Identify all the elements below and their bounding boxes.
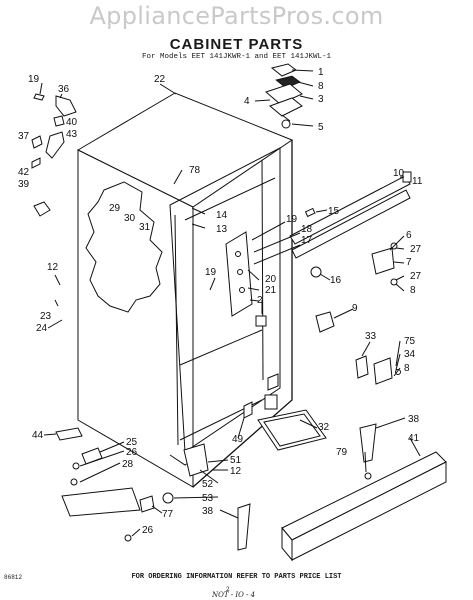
- callout-18: 18: [301, 224, 313, 235]
- callout-37: 37: [18, 131, 30, 142]
- callout-38a: 38: [408, 414, 420, 425]
- leader-lines: [39, 69, 421, 537]
- callout-27a: 27: [410, 244, 422, 255]
- callout-4: 4: [244, 96, 250, 107]
- callout-26a: 26: [126, 447, 138, 458]
- callout-3: 3: [318, 94, 324, 105]
- callout-1: 1: [318, 67, 324, 78]
- callout-31: 31: [139, 222, 151, 233]
- callout-8: 8: [318, 81, 324, 92]
- callout-14: 14: [216, 210, 228, 221]
- callout-13: 13: [216, 224, 228, 235]
- brackets-33-75: [355, 355, 401, 385]
- models-subtitle: For Models EET 141JKWR-1 and EET 141JKWL…: [141, 53, 332, 61]
- callout-5: 5: [318, 122, 324, 133]
- callout-20: 20: [265, 274, 277, 285]
- callout-2: 2: [257, 295, 263, 306]
- center-hinge-bracket: [225, 231, 267, 327]
- callout-8c: 8: [404, 363, 410, 374]
- callout-77: 77: [162, 509, 174, 520]
- callout-36: 36: [58, 84, 70, 95]
- callout-21: 21: [265, 285, 277, 296]
- callout-42: 42: [18, 167, 30, 178]
- callout-30: 30: [124, 213, 136, 224]
- bracket-9: [315, 311, 335, 333]
- callout-39: 39: [18, 179, 30, 190]
- cabinet-shell: [76, 92, 294, 488]
- callout-26b: 26: [142, 525, 154, 536]
- left-hinge-parts: [31, 93, 77, 217]
- bottom-parts: [55, 373, 279, 551]
- callout-6: 6: [406, 230, 412, 241]
- callout-44: 44: [32, 430, 44, 441]
- callout-51: 51: [230, 455, 242, 466]
- callout-49: 49: [232, 434, 244, 445]
- callout-8b: 8: [410, 285, 416, 296]
- callout-23: 23: [40, 311, 52, 322]
- callout-9: 9: [352, 303, 358, 314]
- callout-52: 52: [202, 479, 214, 490]
- callout-labels: 1 8 3 4 5 22 19 36 40 43 37 42 39 78 10 …: [18, 67, 423, 536]
- ordering-footer: FOR ORDERING INFORMATION REFER TO PARTS …: [131, 573, 342, 581]
- callout-16: 16: [330, 275, 342, 286]
- side-rail: [289, 171, 412, 259]
- callout-19b: 19: [286, 214, 298, 225]
- callout-78: 78: [189, 165, 201, 176]
- right-hinge-bracket: [310, 242, 398, 286]
- page-number: 2: [226, 586, 230, 593]
- callout-34: 34: [404, 349, 416, 360]
- callout-27b: 27: [410, 271, 422, 282]
- callout-19: 19: [28, 74, 40, 85]
- page-title: CABINET PARTS: [169, 36, 304, 53]
- callout-15: 15: [328, 206, 340, 217]
- callout-38b: 38: [202, 506, 214, 517]
- callout-29: 29: [109, 203, 121, 214]
- callout-41: 41: [408, 433, 420, 444]
- callout-11: 11: [412, 176, 423, 187]
- callout-28: 28: [122, 459, 134, 470]
- bracket-38-upper: [359, 423, 377, 463]
- callout-17: 17: [301, 235, 313, 246]
- callout-19c: 19: [205, 267, 217, 278]
- watermark: AppliancePartsPros.com: [89, 2, 384, 30]
- callout-79: 79: [336, 447, 348, 458]
- callout-53: 53: [202, 493, 214, 504]
- callout-12b: 12: [230, 466, 242, 477]
- callout-24: 24: [36, 323, 48, 334]
- top-hinge-assembly: [265, 63, 303, 129]
- callout-43: 43: [66, 129, 78, 140]
- callout-33: 33: [365, 331, 377, 342]
- callout-10: 10: [393, 168, 405, 179]
- callout-7: 7: [406, 257, 412, 268]
- handwritten-note: NOT - IO - 4: [212, 591, 256, 599]
- callout-75: 75: [404, 336, 416, 347]
- callout-25: 25: [126, 437, 138, 448]
- callout-40: 40: [66, 117, 78, 128]
- callout-32: 32: [318, 422, 330, 433]
- document-code: 86812: [4, 574, 23, 581]
- toe-grille: [281, 451, 447, 562]
- callout-12: 12: [47, 262, 59, 273]
- callout-22: 22: [154, 74, 166, 85]
